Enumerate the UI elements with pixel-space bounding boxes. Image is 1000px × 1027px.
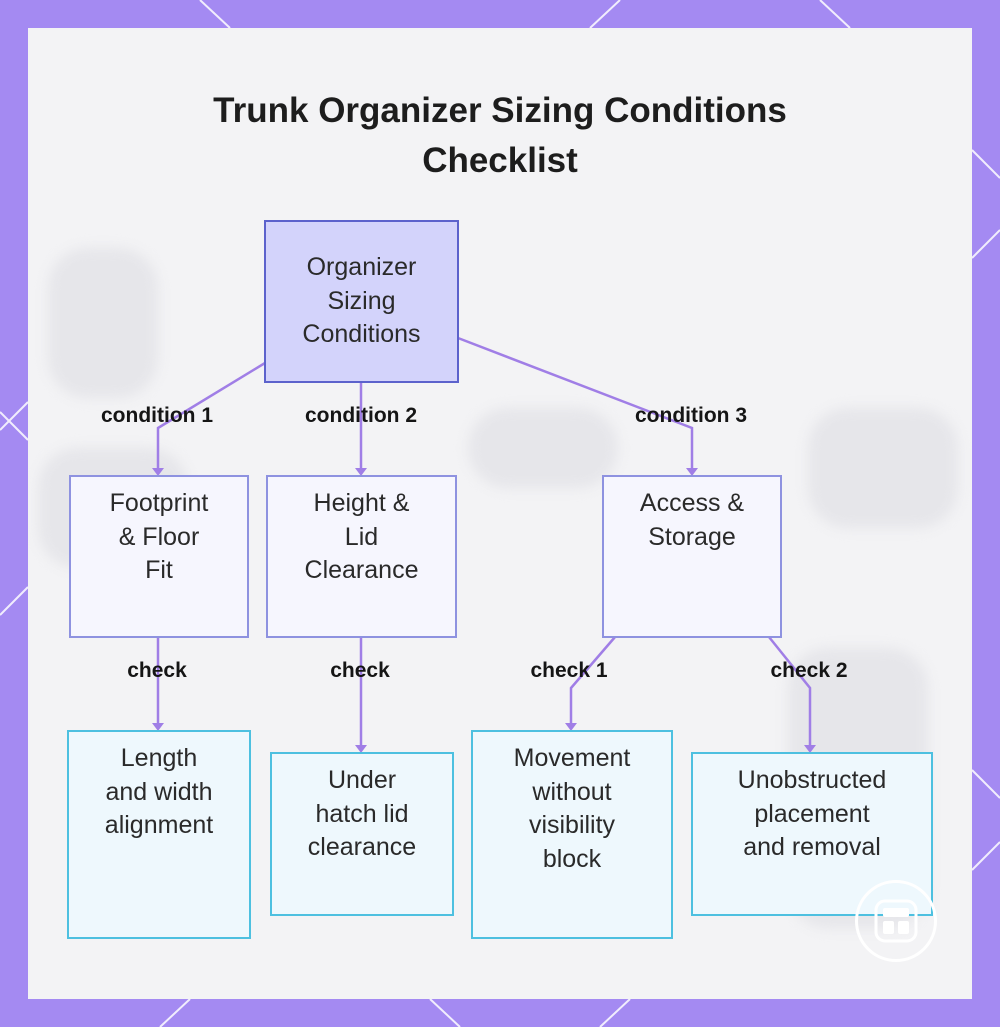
diagram-title: Trunk Organizer Sizing Conditions Checkl… [28, 86, 972, 186]
edge-label-check: check [330, 659, 390, 682]
condition-node-footprint: Footprint & Floor Fit [69, 475, 249, 638]
condition-node-line: Clearance [304, 556, 419, 584]
edge-label-condition-1: condition 1 [101, 404, 213, 427]
arrowhead [152, 468, 164, 476]
check-node-line: alignment [104, 811, 214, 839]
root-node-line: Conditions [302, 320, 421, 349]
check-node-line: clearance [307, 833, 417, 861]
arrowhead [565, 723, 577, 731]
root-node-line: Sizing [327, 286, 396, 315]
check-node-line: and removal [743, 833, 881, 861]
edge-label-check-1: check 1 [530, 659, 608, 682]
condition-node-line: Storage [648, 522, 736, 551]
check-node-line: Length [120, 744, 198, 772]
edge-root-condition-1 [156, 361, 266, 473]
check-node-line: Under [327, 766, 397, 794]
check-node-line: block [542, 844, 602, 873]
check-node-hatch-lid: Under hatch lid clearance [270, 752, 454, 916]
edge-condition-3-check-1 [569, 636, 616, 728]
grid-logo-icon-glyph [874, 899, 918, 943]
check-node-line: placement [754, 799, 870, 828]
arrowhead [152, 723, 164, 731]
arrowhead [355, 468, 367, 476]
root-node-line: Organizer [306, 253, 417, 282]
edge-label-condition-3: condition 3 [635, 404, 747, 427]
condition-node-line: & Floor [118, 522, 200, 551]
check-node-length-width: Length and width alignment [67, 730, 251, 939]
check-node-line: and width [105, 777, 213, 806]
edge-label-condition-2: condition 2 [305, 404, 417, 427]
condition-node-access: Access & Storage [602, 475, 782, 638]
check-node-line: visibility [528, 811, 616, 839]
condition-node-line: Height & [313, 489, 410, 517]
condition-node-line: Access & [639, 489, 745, 517]
background-shape [48, 248, 158, 398]
condition-node-height: Height & Lid Clearance [266, 475, 457, 638]
edge-condition-3-check-2 [768, 636, 812, 750]
condition-node-line: Footprint [109, 489, 209, 517]
title-line-1: Trunk Organizer Sizing Conditions [213, 91, 787, 130]
check-node-line: without [532, 777, 612, 806]
grid-logo-icon [855, 880, 937, 962]
check-node-line: hatch lid [315, 799, 409, 828]
title-line-2: Checklist [422, 141, 578, 180]
background-shape [468, 408, 618, 488]
edge-label-check-2: check 2 [770, 659, 848, 682]
edge-label-check: check [127, 659, 187, 682]
edge-root-condition-3 [457, 336, 694, 473]
diagram-card: Trunk Organizer Sizing Conditions Checkl… [28, 28, 972, 999]
arrowhead [686, 468, 698, 476]
background-shape [808, 408, 958, 528]
root-node: Organizer Sizing Conditions [264, 220, 459, 383]
check-node-movement: Movement without visibility block [471, 730, 673, 939]
arrowhead [804, 745, 816, 753]
connector-lines [152, 336, 816, 753]
condition-node-line: Lid [344, 522, 379, 551]
check-node-line: Movement [513, 744, 631, 772]
arrowhead [355, 745, 367, 753]
check-node-line: Unobstructed [737, 766, 887, 794]
condition-node-line: Fit [145, 556, 173, 584]
